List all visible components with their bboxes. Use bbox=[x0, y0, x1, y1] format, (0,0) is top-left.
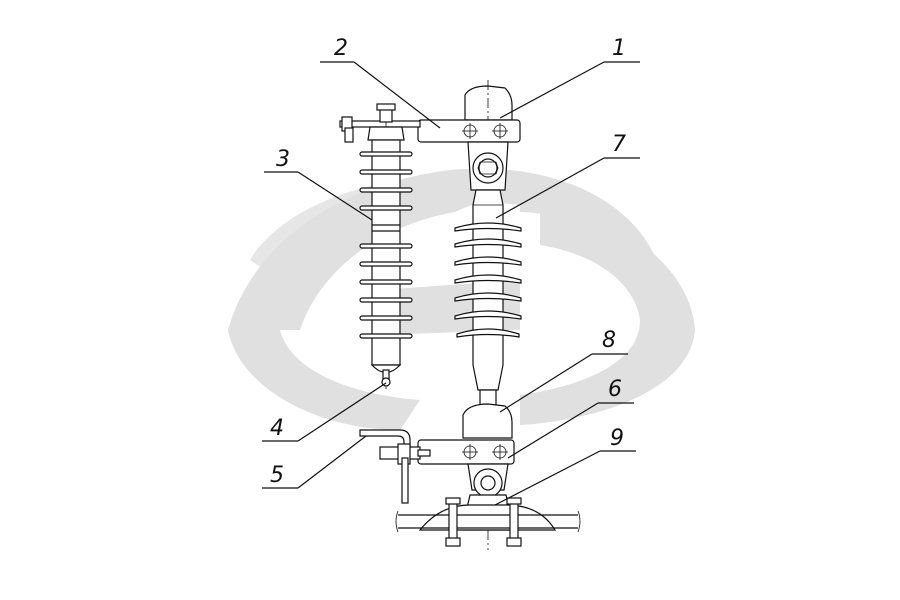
callout-3: 3 bbox=[276, 147, 290, 172]
callout-5: 5 bbox=[270, 463, 284, 488]
callout-4: 4 bbox=[270, 416, 284, 441]
top-cap bbox=[464, 85, 513, 121]
callout-8: 8 bbox=[602, 328, 616, 353]
callout-2: 2 bbox=[334, 36, 348, 61]
callout-labels: 1 2 3 4 5 6 7 8 9 bbox=[270, 36, 626, 488]
callout-1: 1 bbox=[612, 36, 626, 61]
callout-6: 6 bbox=[608, 377, 622, 402]
post-insulator-assembly bbox=[339, 80, 581, 550]
callout-9: 9 bbox=[610, 426, 624, 451]
callout-7: 7 bbox=[612, 132, 626, 157]
surge-arrester bbox=[359, 103, 413, 390]
lower-cap bbox=[462, 403, 513, 439]
callout-leaders bbox=[262, 61, 640, 506]
disconnector-assembly bbox=[359, 429, 431, 504]
